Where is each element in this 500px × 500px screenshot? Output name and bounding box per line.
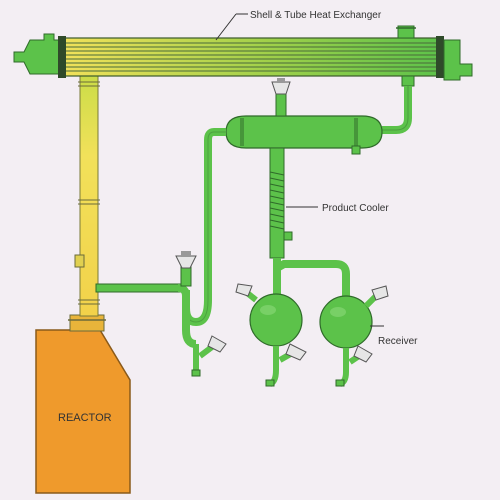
- receiver-feed-line: [273, 258, 350, 296]
- trap-drain-valve: [207, 335, 227, 353]
- receiver-1-vent-valve: [235, 283, 253, 297]
- trap-u-bend: [177, 284, 197, 348]
- receiver-2-vent-valve: [371, 285, 389, 301]
- product-cooler-shell: [225, 115, 383, 149]
- hx-to-cooler-pipe: [382, 86, 412, 134]
- hx-outlet-nozzle: [401, 75, 415, 87]
- cooler-drain-nozzle: [351, 145, 361, 155]
- riser-side-line: [95, 283, 181, 293]
- hx-shell: [61, 37, 443, 77]
- riser-flanges: [78, 81, 100, 305]
- hx-tubes: [66, 42, 438, 72]
- receiver-label: Receiver: [378, 336, 418, 347]
- hx-left-tubesheet: [58, 36, 66, 78]
- hx-label: Shell & Tube Heat Exchanger: [250, 10, 382, 21]
- hx-water-nozzle: [397, 25, 415, 39]
- reactor-nozzle: [69, 314, 105, 332]
- reactor-label: REACTOR: [58, 412, 112, 424]
- riser-side-port: [74, 254, 85, 268]
- hx-left-header: [13, 33, 63, 75]
- product-cooler-label: Product Cooler: [322, 203, 389, 214]
- vapour-riser: [79, 69, 99, 317]
- hx-callout-line: [215, 13, 237, 41]
- receiver-1: [249, 293, 303, 347]
- hx-right-tubesheet: [436, 36, 444, 78]
- receiver-2-drain-valve: [353, 345, 373, 363]
- receiver-1-drain-valve: [285, 343, 307, 361]
- trap-stem: [180, 265, 192, 287]
- hx-right-header: [443, 39, 473, 81]
- vent-stem: [275, 93, 287, 117]
- product-cooler-coil: [269, 171, 285, 230]
